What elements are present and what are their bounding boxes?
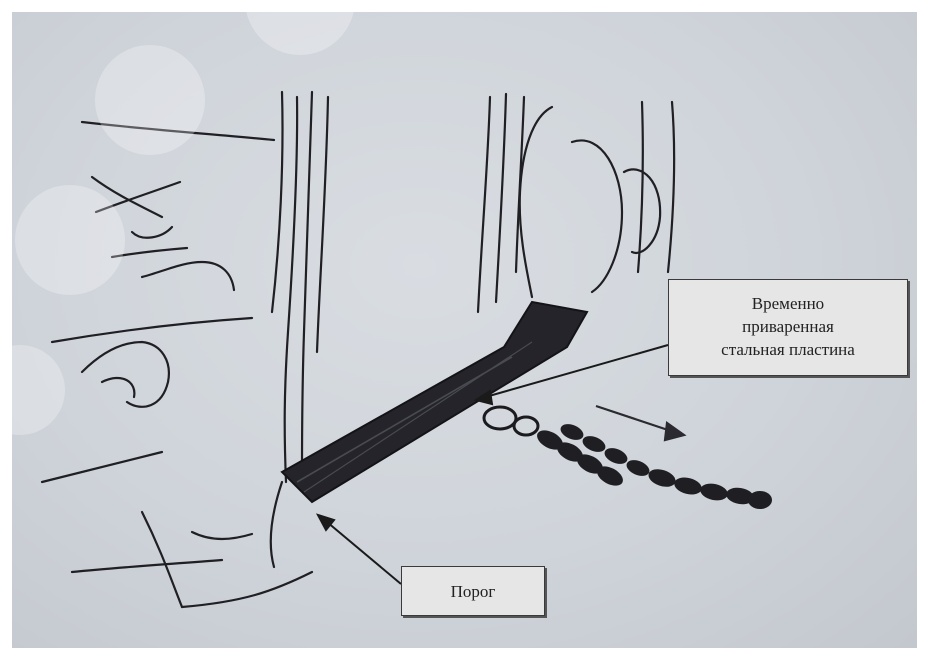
plate-label-box: Временно приваренная стальная пластина	[668, 279, 908, 376]
sill-label: Порог	[451, 582, 496, 601]
plate-leader-line	[482, 345, 668, 398]
sill-leader-line	[327, 522, 401, 584]
plate-leader-arrowhead	[476, 391, 492, 404]
plate-label-line-1: Временно	[669, 292, 907, 315]
plate-label-line-3: стальная пластина	[669, 338, 907, 361]
sill-label-box: Порог	[401, 566, 545, 616]
plate-label-line-2: приваренная	[669, 315, 907, 338]
sill-leader-arrowhead	[318, 515, 334, 530]
